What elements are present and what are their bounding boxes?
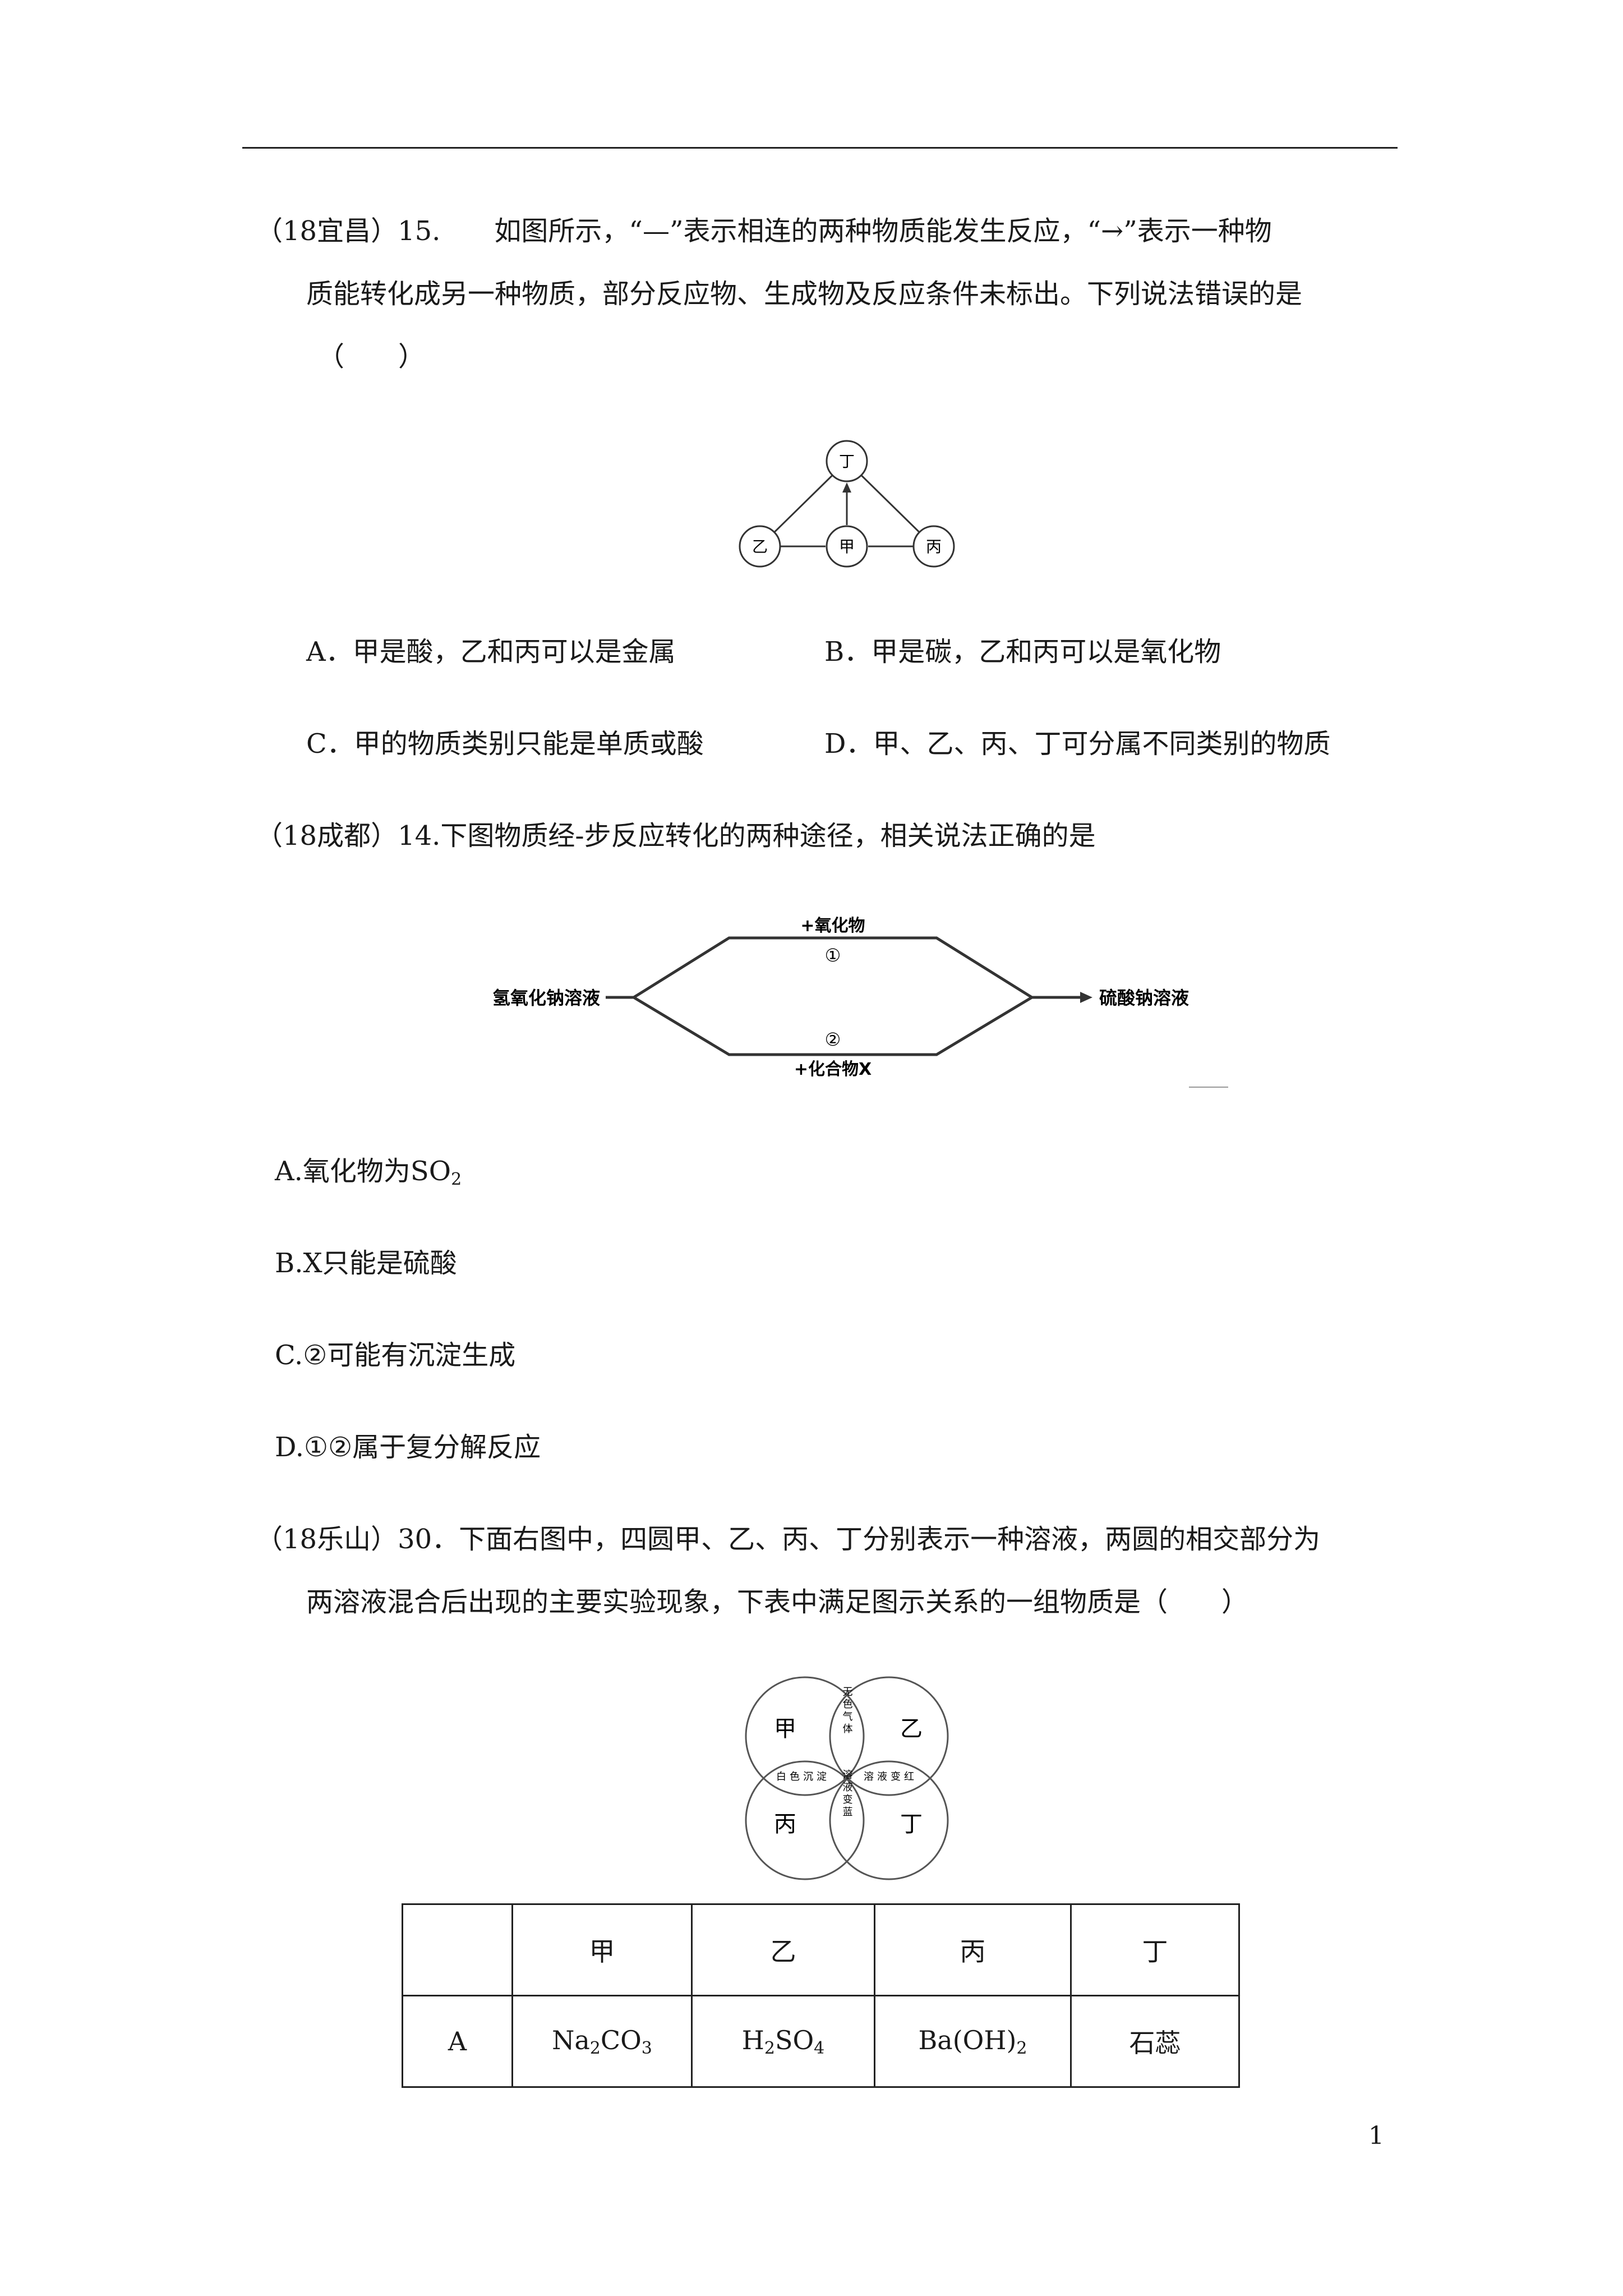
q2-pathway-diagram: 氢氧化钠溶液 硫酸钠溶液 +氧化物 ① ② +化合物X bbox=[492, 916, 1228, 1088]
overlap-top: 无色气体 bbox=[841, 1686, 853, 1736]
upper-reagent: +氧化物 bbox=[800, 916, 865, 936]
q1-option-b: B．甲是碳，乙和丙可以是氧化物 bbox=[824, 636, 1221, 668]
upper-path-number: ① bbox=[825, 945, 841, 966]
overlap-right: 溶液变红 bbox=[864, 1771, 917, 1783]
end-substance: 硫酸钠溶液 bbox=[1099, 987, 1189, 1009]
table-header-cell: 乙 bbox=[691, 1903, 875, 1996]
node-left bbox=[739, 525, 781, 568]
q1-option-d: D．甲、乙、丙、丁可分属不同类别的物质 bbox=[824, 728, 1331, 760]
table-row: A Na2CO3 H2SO4 Ba(OH)2 石蕊 bbox=[402, 1995, 1240, 2088]
lower-path-number: ② bbox=[825, 1029, 841, 1050]
header-rule bbox=[242, 147, 1398, 149]
table-header-cell: 丁 bbox=[1070, 1903, 1240, 1996]
node-right bbox=[912, 525, 955, 568]
node-center bbox=[826, 525, 868, 568]
venn-label-ding: 丁 bbox=[900, 1811, 923, 1837]
overlap-bottom: 溶液变蓝 bbox=[841, 1769, 853, 1819]
q3-stem-line2: 两溶液混合后出现的主要实验现象，下表中满足图示关系的一组物质是（ ） bbox=[306, 1586, 1249, 1618]
page-number: 1 bbox=[1368, 2122, 1384, 2150]
start-substance: 氢氧化钠溶液 bbox=[492, 987, 600, 1009]
path-arrow-head bbox=[1080, 992, 1092, 1003]
venn-label-jia: 甲 bbox=[774, 1716, 796, 1742]
node-top-label: 丁 bbox=[839, 452, 855, 471]
q2-option-b: B.X只能是硫酸 bbox=[275, 1248, 457, 1279]
path-upper bbox=[633, 936, 1033, 999]
table-header-cell: 丙 bbox=[874, 1903, 1072, 1996]
q3-stem-line1: （18乐山）30．下面右图中，四圆甲、乙、丙、丁分别表示一种溶液，两圆的相交部分… bbox=[256, 1524, 1321, 1555]
q2-option-a: A.氧化物为SO2 bbox=[275, 1156, 462, 1189]
table-cell-jia: Na2CO3 bbox=[511, 1995, 693, 2088]
table-cell-ding: 石蕊 bbox=[1070, 1995, 1240, 2088]
venn-label-bing: 丙 bbox=[774, 1811, 796, 1837]
table-header-cell bbox=[402, 1903, 513, 1996]
q3-options-table: 甲 乙 丙 丁 A Na2CO3 H2SO4 Ba(OH)2 石蕊 bbox=[402, 1903, 1240, 2088]
q2-option-c: C.②可能有沉淀生成 bbox=[275, 1340, 516, 1371]
table-cell-bing: Ba(OH)2 bbox=[874, 1995, 1072, 2088]
q2-stem: （18成都）14.下图物质经-步反应转化的两种途径，相关说法正确的是 bbox=[256, 820, 1096, 852]
table-header-cell: 甲 bbox=[511, 1903, 693, 1996]
q1-stem-line2: 质能转化成另一种物质，部分反应物、生成物及反应条件未标出。下列说法错误的是 bbox=[306, 278, 1303, 310]
node-left-label: 乙 bbox=[752, 537, 768, 556]
q1-answer-brackets: （ ） bbox=[317, 341, 426, 372]
q3-venn-diagram: 甲 乙 丙 丁 无色气体 白色沉淀 溶液变红 溶液变蓝 bbox=[745, 1676, 949, 1880]
table-header-row: 甲 乙 丙 丁 bbox=[402, 1903, 1240, 1996]
q1-stem-line1: （18宜昌）15. 如图所示，“—”表示相连的两种物质能发生反应，“→”表示一种… bbox=[256, 215, 1272, 247]
circle-yi bbox=[829, 1676, 949, 1796]
overlap-left: 白色沉淀 bbox=[776, 1771, 830, 1783]
table-cell-yi: H2SO4 bbox=[691, 1995, 875, 2088]
circle-ding bbox=[829, 1760, 949, 1880]
circle-bing bbox=[745, 1760, 865, 1880]
arrow-head bbox=[842, 482, 851, 493]
q1-option-a: A．甲是酸，乙和丙可以是金属 bbox=[306, 636, 676, 668]
lower-reagent: +化合物X bbox=[794, 1060, 872, 1079]
node-right-label: 丙 bbox=[926, 537, 942, 556]
table-row-label: A bbox=[402, 1995, 513, 2088]
q1-triangle-diagram: 丁 乙 甲 丙 bbox=[739, 440, 955, 568]
node-center-label: 甲 bbox=[839, 537, 855, 556]
venn-label-yi: 乙 bbox=[900, 1716, 923, 1742]
node-top bbox=[826, 440, 868, 482]
circle-jia bbox=[745, 1676, 865, 1796]
path-lower bbox=[633, 996, 1033, 1056]
q1-option-c: C．甲的物质类别只能是单质或酸 bbox=[306, 728, 704, 760]
q2-option-d: D.①②属于复分解反应 bbox=[275, 1432, 541, 1463]
